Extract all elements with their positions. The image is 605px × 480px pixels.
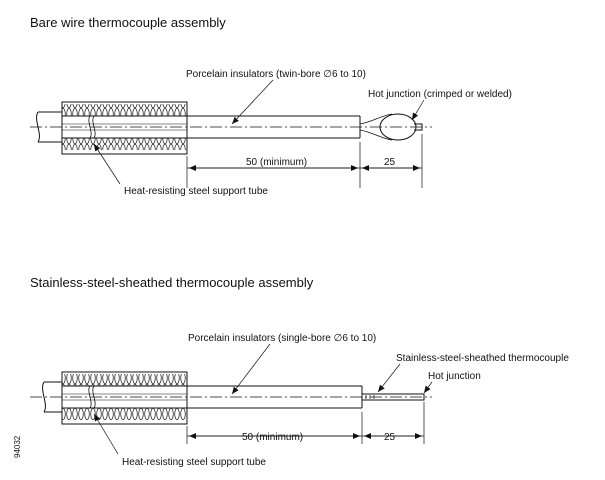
bare-dimensions xyxy=(186,134,423,188)
sheathed-title: Stainless-steel-sheathed thermocouple as… xyxy=(30,275,314,290)
bare-title: Bare wire thermocouple assembly xyxy=(30,15,226,30)
bare-tube-label: Heat-resisting steel support tube xyxy=(124,186,268,197)
sheathed-junction-label: Hot junction xyxy=(428,371,481,382)
sheathed-left-rod xyxy=(42,381,62,413)
sheathed-tube-leader xyxy=(93,413,119,455)
bare-insulator-leader xyxy=(231,79,274,125)
figure-code: 94032 xyxy=(13,435,22,458)
sheathed-insulator-label: Porcelain insulators (single-bore ∅6 to … xyxy=(188,333,376,344)
bare-dim-end: 25 xyxy=(384,157,396,168)
sheathed-support-tube xyxy=(61,371,188,425)
sheathed-dim-min: 50 (minimum) xyxy=(242,432,303,443)
sheathed-sheath-leader xyxy=(377,363,401,393)
sheathed-assembly: Stainless-steel-sheathed thermocouple as… xyxy=(30,275,569,468)
bare-tube-leader xyxy=(93,143,121,185)
sheathed-dimensions xyxy=(186,402,425,444)
sheathed-junction-leader xyxy=(423,381,433,394)
sheathed-tube-label: Heat-resisting steel support tube xyxy=(122,457,266,468)
sheathed-insulator-leader xyxy=(231,343,271,395)
sheathed-dim-end: 25 xyxy=(384,432,396,443)
bare-wire-assembly: Bare wire thermocouple assembly xyxy=(30,15,512,197)
bare-junction-label: Hot junction (crimped or welded) xyxy=(368,89,512,100)
bare-insulator-label: Porcelain insulators (twin-bore ∅6 to 10… xyxy=(186,69,366,80)
sheathed-sheath-label: Stainless-steel-sheathed thermocouple xyxy=(396,353,569,364)
bare-junction-leader xyxy=(411,99,425,121)
bare-support-tube xyxy=(61,101,188,155)
bare-dim-min: 50 (minimum) xyxy=(246,157,307,168)
